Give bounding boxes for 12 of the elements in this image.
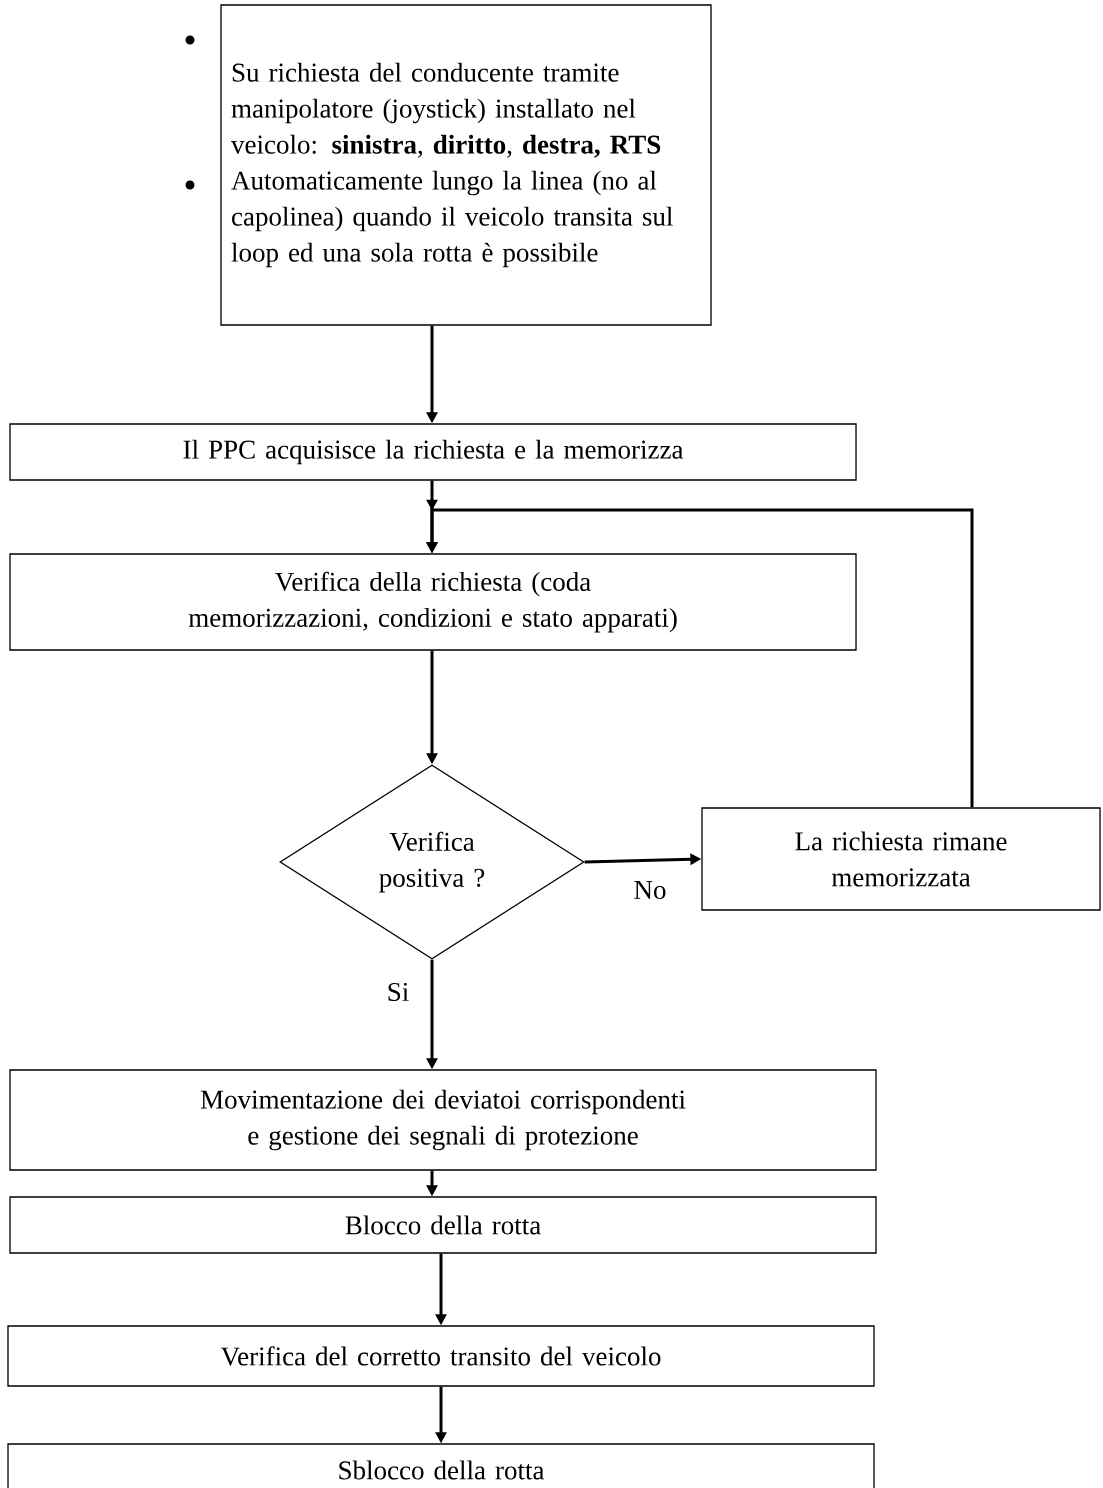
process-box: La richiesta rimane memorizzata (701, 807, 1101, 911)
bullet-item: Automaticamente lungo la linea (no al capolinea) quando il veicolo transita sul loop ed una sola rotta è possibile (231, 170, 673, 268)
edge-label: No (631, 879, 669, 901)
process-box: Sblocco della rotta (7, 1443, 875, 1488)
process-box: Movimentazione dei deviatoi corrispondenti e gestione dei segnali di protezione (9, 1069, 877, 1171)
process-box: Verifica del corretto transito del veicolo (7, 1325, 875, 1387)
process-box: Blocco della rotta (9, 1196, 877, 1254)
process-box (220, 4, 712, 326)
bullet-item: Su richiesta del conducente tramite manipolatore (joystick) installato nel veicolo: sinistra, diritto, destra, RTS (231, 62, 661, 158)
edge-label: Si (384, 980, 412, 1004)
process-box: Verifica della richiesta (coda memorizzazioni, condizioni e stato apparati) (9, 553, 857, 651)
process-box: Il PPC acquisisce la richiesta e la memorizza (9, 423, 857, 481)
